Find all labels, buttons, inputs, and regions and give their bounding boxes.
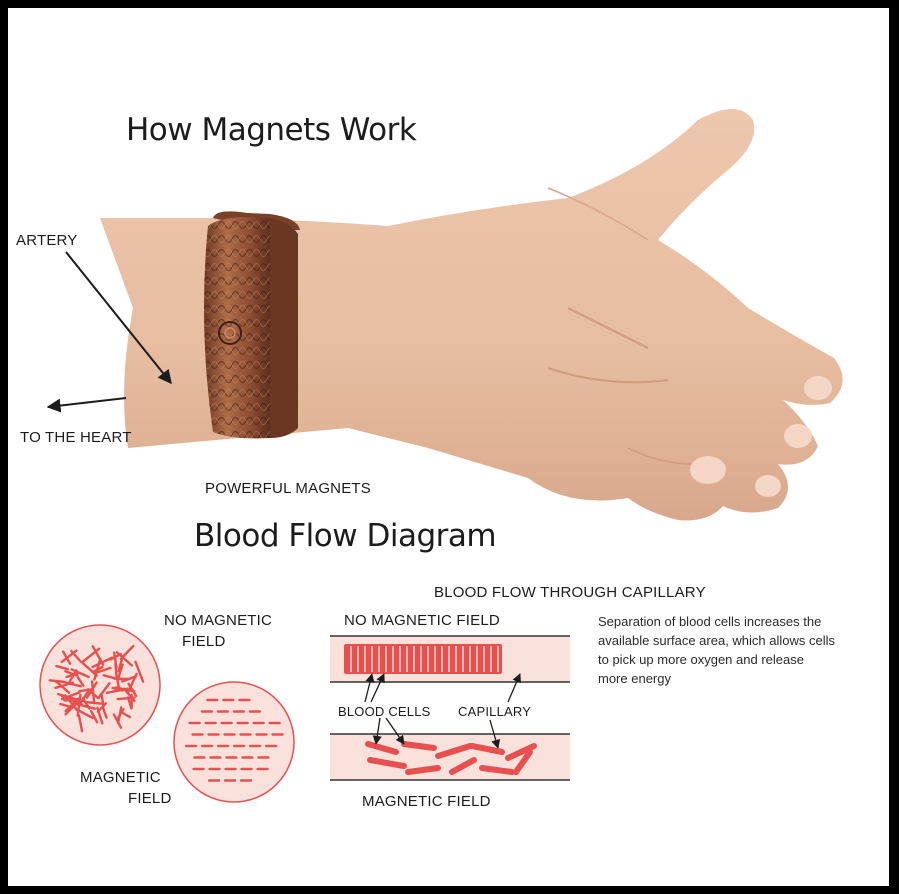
description-line: to pick up more oxygen and release: [598, 652, 804, 667]
description-line: Separation of blood cells increases the: [598, 614, 822, 629]
capillary-bottom-label: MAGNETIC FIELD: [362, 793, 491, 810]
capillary-heading: BLOOD FLOW THROUGH CAPILLARY: [434, 584, 706, 601]
page-title: How Magnets Work: [126, 112, 417, 148]
capillary-no-field: [330, 635, 570, 683]
copper-bracelet: [204, 211, 300, 439]
label-blood-cells: BLOOD CELLS: [338, 704, 431, 719]
label-no-magnetic-field-2: FIELD: [182, 633, 226, 650]
label-to-the-heart: TO THE HEART: [20, 429, 132, 446]
label-artery: ARTERY: [16, 232, 78, 249]
description-block: Separation of blood cells increases the …: [598, 612, 835, 688]
fingernail: [755, 475, 781, 497]
circle-no-magnetic-field: [39, 624, 161, 746]
fingernail: [784, 424, 812, 448]
artery-arrow: [65, 251, 172, 385]
circle-magnetic-field: [173, 681, 295, 803]
diagram-canvas: How Magnets Work ARTERY TO THE HEART POW…: [8, 8, 889, 886]
label-magnetic-field-1: MAGNETIC: [80, 769, 161, 786]
fingernail: [690, 456, 726, 484]
fingernail: [804, 376, 832, 400]
label-magnetic-field-2: FIELD: [128, 790, 172, 807]
illustration: [39, 109, 843, 803]
description-line: more energy: [598, 671, 671, 686]
label-capillary: CAPILLARY: [458, 704, 532, 719]
capillary-top-label: NO MAGNETIC FIELD: [344, 612, 500, 629]
heart-arrow: [46, 397, 127, 413]
label-powerful-magnets: POWERFUL MAGNETS: [205, 480, 371, 497]
capillary-magnetic-field: [330, 733, 570, 781]
section-title: Blood Flow Diagram: [194, 518, 497, 554]
description-line: available surface area, which allows cel…: [598, 633, 836, 648]
label-no-magnetic-field-1: NO MAGNETIC: [164, 612, 273, 629]
